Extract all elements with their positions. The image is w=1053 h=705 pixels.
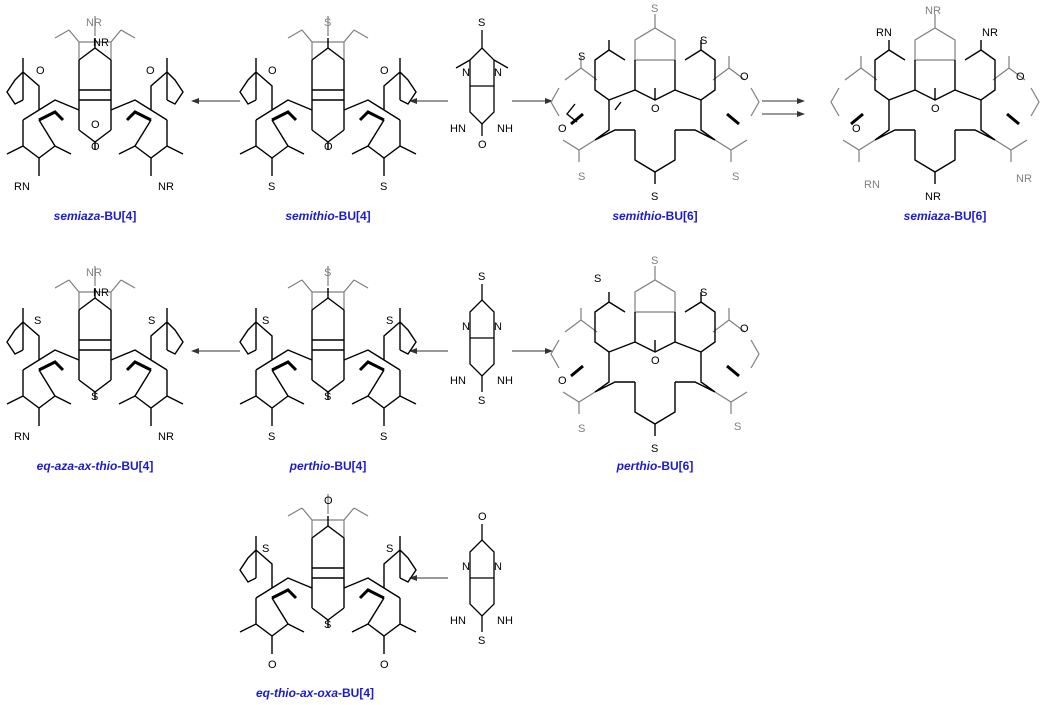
eqthio-bu4-o-top: O — [324, 495, 333, 507]
mono2-hn: HN — [450, 375, 466, 387]
eqthio-bu4-o-left: O — [268, 659, 277, 671]
semiaza-bu4-nr-mid: NR — [93, 37, 109, 49]
mono1-n-right: N — [494, 67, 502, 79]
mono2-s-top: S — [478, 271, 485, 283]
label-perthio-bu6: perthio-BU[6] — [616, 459, 694, 473]
perthio-bu4-s-right-top: S — [386, 315, 393, 327]
semiaza-bu6-nr-bottom: NR — [925, 191, 941, 203]
mono3-n-left: N — [462, 561, 470, 573]
eqthio-bu4-o-right: O — [380, 659, 389, 671]
label-semithio-bu6: semithio-BU[6] — [612, 209, 697, 223]
semiaza-bu4-o-mid: O — [91, 119, 100, 131]
mono2-n-right: N — [494, 321, 502, 333]
perthio-bu6-structure — [550, 266, 760, 436]
semithio-bu4-s-right: S — [380, 181, 387, 193]
eqaza-bu4-rn-left: RN — [14, 431, 30, 443]
semiaza-bu6-nr-br: NR — [1016, 173, 1032, 185]
eqaza-bu4-s-right: S — [148, 315, 155, 327]
eqthio-bu4-s-right-top: S — [386, 543, 393, 555]
perthio-bu6-o-right: O — [740, 323, 749, 335]
eqaza-bu4-structure — [6, 266, 184, 426]
monomer-oxo-thio-glycoluril — [469, 524, 495, 632]
semiaza-bu4-o-bottom: O — [91, 141, 100, 153]
semiaza-bu6-o-center: O — [931, 103, 940, 115]
perthio-bu6-s-top: S — [651, 255, 658, 267]
monomer-dithio-glycoluril — [469, 284, 495, 392]
semiaza-bu4-o-left: O — [36, 65, 45, 77]
semithio-bu6-s-tl: S — [578, 51, 585, 63]
mono1-s: S — [478, 17, 485, 29]
semiaza-bu6-rn-bl: RN — [864, 179, 880, 191]
semithio-bu6-s-tr: S — [700, 35, 707, 47]
semithio-bu4-o-right: O — [380, 65, 389, 77]
mono3-hn: HN — [450, 615, 466, 627]
perthio-bu6-o-center: O — [651, 355, 660, 367]
mono2-nh: NH — [497, 375, 513, 387]
semiaza-bu4-nr-top: NR — [86, 17, 102, 29]
label-semithio-bu4: semithio-BU[4] — [285, 209, 370, 223]
mono1-hn: HN — [450, 123, 466, 135]
perthio-bu4-s-right: S — [380, 431, 387, 443]
label-semiaza-bu6: semiaza-BU[6] — [904, 209, 987, 223]
semithio-bu4-o-left: O — [268, 65, 277, 77]
mono3-o: O — [478, 511, 487, 523]
perthio-bu4-structure — [239, 266, 417, 426]
mono3-s: S — [478, 635, 485, 647]
semithio-bu4-structure — [239, 16, 417, 176]
mono2-n-left: N — [462, 321, 470, 333]
mono2-s-bottom: S — [478, 395, 485, 407]
semiaza-bu4-rn-left: RN — [14, 181, 30, 193]
eqaza-bu4-nr-top: NR — [86, 267, 102, 279]
perthio-bu6-s-bl: S — [578, 423, 585, 435]
perthio-bu6-o-left: O — [558, 375, 567, 387]
eqthio-bu4-s-left-top: S — [262, 543, 269, 555]
semiaza-bu6-nr-tr: NR — [982, 27, 998, 39]
perthio-bu6-s-tl: S — [594, 273, 601, 285]
semithio-bu6-structure — [550, 14, 760, 184]
semithio-bu4-s-left: S — [268, 181, 275, 193]
semithio-bu6-s-br: S — [732, 171, 739, 183]
mono3-nh: NH — [497, 615, 513, 627]
semithio-bu6-s-bottom: S — [651, 191, 658, 203]
mono1-n-left: N — [462, 67, 470, 79]
semiaza-bu4-nr-right: NR — [158, 181, 174, 193]
perthio-bu4-s-top: S — [324, 267, 331, 279]
semiaza-bu6-nr-top: NR — [925, 5, 941, 17]
mono1-o: O — [478, 139, 487, 151]
perthio-bu6-s-br: S — [734, 421, 741, 433]
perthio-bu4-s-left: S — [268, 431, 275, 443]
semiaza-bu6-structure — [830, 14, 1040, 184]
semithio-bu4-s-top: S — [324, 17, 331, 29]
semithio-bu6-o-center: O — [651, 103, 660, 115]
eqaza-bu4-nr-right: NR — [158, 431, 174, 443]
mono1-nh: NH — [497, 123, 513, 135]
semithio-bu6-o-right: O — [740, 71, 749, 83]
semiaza-bu6-rn-tl: RN — [876, 27, 892, 39]
eqaza-bu4-s-left: S — [34, 315, 41, 327]
semithio-bu6-s-bl: S — [578, 171, 585, 183]
perthio-bu6-s-tr: S — [700, 287, 707, 299]
eqaza-bu4-s-bottom: S — [91, 391, 98, 403]
semiaza-bu6-o-right: O — [1016, 71, 1025, 83]
eqaza-bu4-nr-mid: NR — [93, 287, 109, 299]
label-semiaza-bu4: semiaza-BU[4] — [54, 209, 137, 223]
label-perthio-bu4: perthio-BU[4] — [289, 459, 367, 473]
perthio-bu4-s-bottom: S — [324, 391, 331, 403]
label-eqthio-bu4: eq-thio-ax-oxa-BU[4] — [256, 686, 374, 700]
semithio-bu6-s-top: S — [651, 3, 658, 15]
semiaza-bu4-structure — [6, 16, 184, 176]
label-eqaza-bu4: eq-aza-ax-thio-BU[4] — [37, 459, 154, 473]
monomer-thiourea-glycoluril — [455, 30, 509, 136]
eqthio-bu4-s-bottom: S — [324, 619, 331, 631]
semithio-bu4-o-bottom: O — [324, 141, 333, 153]
semithio-bu6-o-left: O — [558, 123, 567, 135]
perthio-bu6-s-bottom: S — [651, 443, 658, 455]
perthio-bu4-s-left-top: S — [262, 315, 269, 327]
eqthio-bu4-structure — [239, 494, 417, 654]
mono3-n-right: N — [494, 561, 502, 573]
semiaza-bu4-o-right: O — [146, 65, 155, 77]
semiaza-bu6-o-left: O — [852, 123, 861, 135]
